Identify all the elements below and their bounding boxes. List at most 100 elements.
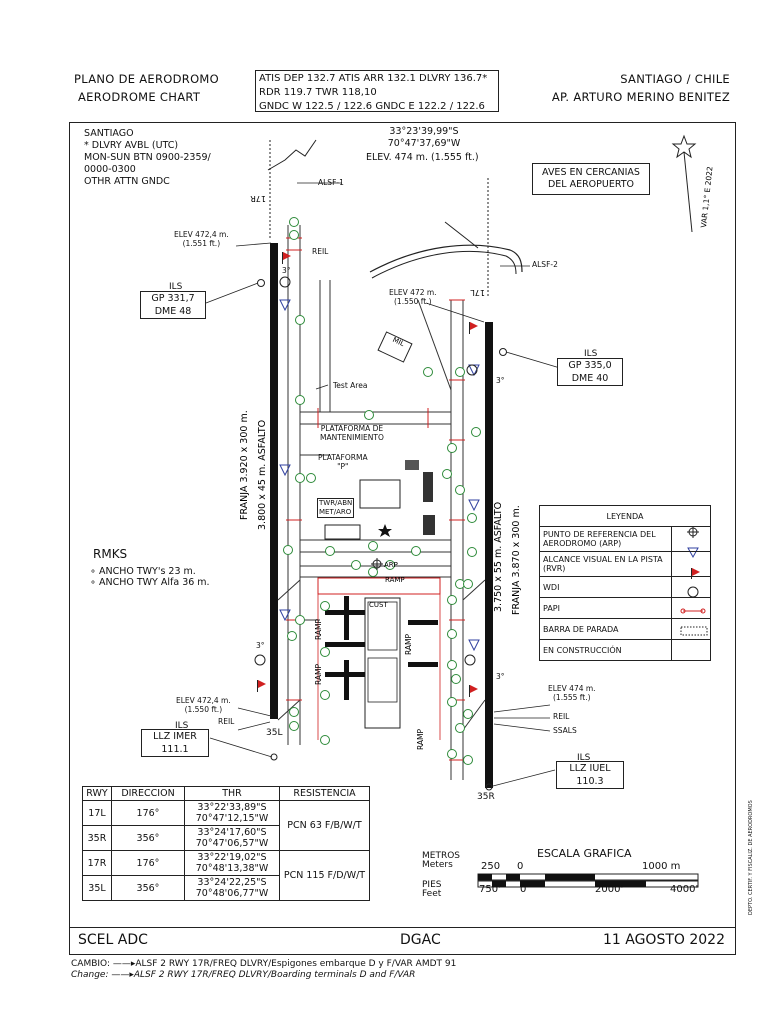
birds-warning: AVES EN CERCANIAS DEL AEROPUERTO bbox=[532, 163, 650, 195]
three-deg-w1: 3° bbox=[282, 266, 291, 275]
llz-west-ident: LLZ IMER bbox=[153, 731, 197, 742]
info-othr: OTHR ATTN GNDC bbox=[84, 176, 170, 187]
scale-m250: 250 bbox=[481, 861, 501, 872]
birds-line-2: DEL AEROPUERTO bbox=[547, 179, 635, 190]
arp-label: ARP bbox=[384, 561, 398, 569]
scale-f4000: 4000' bbox=[670, 884, 699, 895]
alsf1-label: ALSF-1 bbox=[318, 178, 344, 187]
elev-35l-m: ELEV 472,4 m. bbox=[176, 696, 231, 705]
magnetic-variation: VAR 1,1° E 2022 bbox=[699, 166, 714, 228]
scale-title: ESCALA GRAFICA bbox=[537, 847, 632, 860]
cust-label: CUST bbox=[369, 601, 388, 609]
alsf2-label: ALSF-2 bbox=[532, 260, 558, 269]
llz-east-icon bbox=[485, 783, 493, 791]
aerodrome-elevation: ELEV. 474 m. (1.555 ft.) bbox=[366, 152, 479, 163]
twr-building: TWR/ABN MET/ARO bbox=[317, 498, 355, 518]
rwy-17l-label: 17L bbox=[470, 288, 485, 297]
authority: DGAC bbox=[400, 932, 441, 948]
ils-east-label: ILS bbox=[584, 349, 598, 359]
scale-pies-es: PIES bbox=[422, 880, 442, 890]
ils-west-box: GP 331,7 DME 48 bbox=[140, 291, 206, 319]
test-area-label: Test Area bbox=[333, 381, 368, 390]
taxiway-designators bbox=[283, 217, 481, 765]
change-en: Change: ——▸ALSF 2 RWY 17R/FREQ DLVRY/Boa… bbox=[71, 970, 416, 980]
arp-lat: 33°23'39,99"S bbox=[389, 126, 459, 137]
legend-construction: EN CONSTRUCCIÓN bbox=[539, 639, 672, 661]
rmks-title: RMKS bbox=[93, 547, 128, 561]
rmks-item-1: ANCHO TWY's 23 m. bbox=[98, 566, 196, 577]
freq-line-3: GNDC W 122.5 / 122.6 GNDC E 122.2 / 122.… bbox=[259, 101, 485, 112]
arp-crosshair-icon bbox=[371, 558, 383, 570]
col-thr: THR bbox=[184, 786, 280, 801]
ssals-label: SSALS bbox=[553, 726, 577, 735]
legend-stop-bar: BARRA DE PARADA bbox=[539, 618, 672, 640]
ils-west-label: ILS bbox=[169, 282, 183, 292]
maintenance-apron-2: MANTENIMIENTO bbox=[320, 433, 384, 442]
legend-wdi: WDI bbox=[539, 576, 672, 598]
elev-17l-m: ELEV 472 m. bbox=[389, 288, 437, 297]
freq-line-1: ATIS DEP 132.7 ATIS ARR 132.1 DLVRY 136.… bbox=[259, 73, 488, 84]
chart-date: 11 AGOSTO 2022 bbox=[602, 932, 725, 948]
scale-pies: PIES Feet bbox=[422, 881, 441, 899]
llz-east-ident: LLZ IUEL bbox=[569, 763, 611, 774]
ramp-label-1: RAMP bbox=[314, 618, 323, 640]
maintenance-apron: PLATAFORMA DE MANTENIMIENTO bbox=[320, 424, 384, 442]
elev-17l-ft: (1.550 ft.) bbox=[394, 297, 432, 306]
rwy-east-surface: 3.750 x 55 m. ASFALTO bbox=[493, 502, 504, 612]
info-hours-1: MON-SUN BTN 0900-2359/ bbox=[84, 152, 211, 163]
gp-west: GP 331,7 bbox=[151, 293, 195, 304]
freq-line-2: RDR 119.7 TWR 118,10 bbox=[259, 87, 377, 98]
side-note: DEPTO. CERTIF. Y FISCALIZ. DE AERODROMOS bbox=[748, 800, 754, 915]
three-deg-e2: 3° bbox=[496, 672, 505, 681]
ils-35r-label: ILS bbox=[577, 753, 591, 763]
tower-star-icon bbox=[378, 524, 392, 537]
gp-east-icon bbox=[499, 348, 507, 356]
scale-metros-en: Meters bbox=[422, 860, 453, 870]
reil-35l: REIL bbox=[218, 717, 235, 726]
elev-35r-ft: (1.555 ft.) bbox=[553, 693, 591, 702]
scale-m1000: 1000 m bbox=[642, 861, 681, 872]
ramp-label-top: RAMP bbox=[385, 576, 405, 584]
scale-pies-en: Feet bbox=[422, 889, 442, 899]
change-es: CAMBIO: ——▸ALSF 2 RWY 17R/FREQ DLVRY/Esp… bbox=[71, 959, 457, 969]
legend-title: LEYENDA bbox=[539, 505, 711, 527]
legend-rvr: ALCANCE VISUAL EN LA PISTA (RVR) bbox=[539, 551, 672, 577]
llz-east-box: LLZ IUEL 110.3 bbox=[556, 761, 624, 789]
reil-35r: REIL bbox=[553, 712, 570, 721]
elev-35r: ELEV 474 m. (1.555 ft.) bbox=[548, 684, 596, 702]
legend-papi: PAPI bbox=[539, 597, 672, 619]
pcn-east: PCN 63 F/B/W/T bbox=[279, 800, 370, 851]
chart-title-en: AERODROME CHART bbox=[78, 90, 201, 104]
info-dlvry: * DLVRY AVBL (UTC) bbox=[84, 140, 179, 151]
elev-35l-ft: (1.550 ft.) bbox=[184, 705, 223, 714]
rwy-east-strip: FRANJA 3.870 x 300 m. bbox=[511, 505, 522, 615]
ils-35l-label: ILS bbox=[175, 721, 189, 731]
elev-17r-m: ELEV 472,4 m. bbox=[174, 230, 229, 239]
elev-17r: ELEV 472,4 m. (1.551 ft.) bbox=[174, 230, 229, 248]
arp-lon: 70°47'37,69"W bbox=[387, 138, 461, 149]
gp-west-icon bbox=[257, 279, 265, 287]
info-hours-2: 0000-0300 bbox=[84, 164, 136, 175]
graphic-scale bbox=[477, 873, 699, 888]
rmks-item-2: ANCHO TWY Alfa 36 m. bbox=[98, 577, 210, 588]
elev-17l: ELEV 472 m. (1.550 ft.) bbox=[389, 288, 437, 306]
elev-17r-ft: (1.551 ft.) bbox=[182, 239, 221, 248]
dme-east: DME 40 bbox=[571, 373, 609, 384]
north-arrow-icon bbox=[671, 134, 697, 233]
ramp-label-2: RAMP bbox=[314, 663, 323, 685]
dme-west: DME 48 bbox=[154, 306, 192, 317]
llz-east-freq: 110.3 bbox=[576, 776, 604, 787]
scale-metros-es: METROS bbox=[422, 851, 460, 861]
legend-arp: PUNTO DE REFERENCIA DEL AERODROMO (ARP) bbox=[539, 526, 672, 552]
arp-coordinates: 33°23'39,99"S 70°47'37,69"W bbox=[364, 126, 484, 150]
mil-label: MIL bbox=[391, 336, 405, 348]
scale-metros: METROS Meters bbox=[422, 852, 460, 870]
rwy-west-strip: FRANJA 3.920 x 300 m. bbox=[239, 410, 250, 520]
apron-p-1: PLATAFORMA bbox=[318, 453, 368, 462]
ramp-label-3: RAMP bbox=[404, 633, 413, 655]
